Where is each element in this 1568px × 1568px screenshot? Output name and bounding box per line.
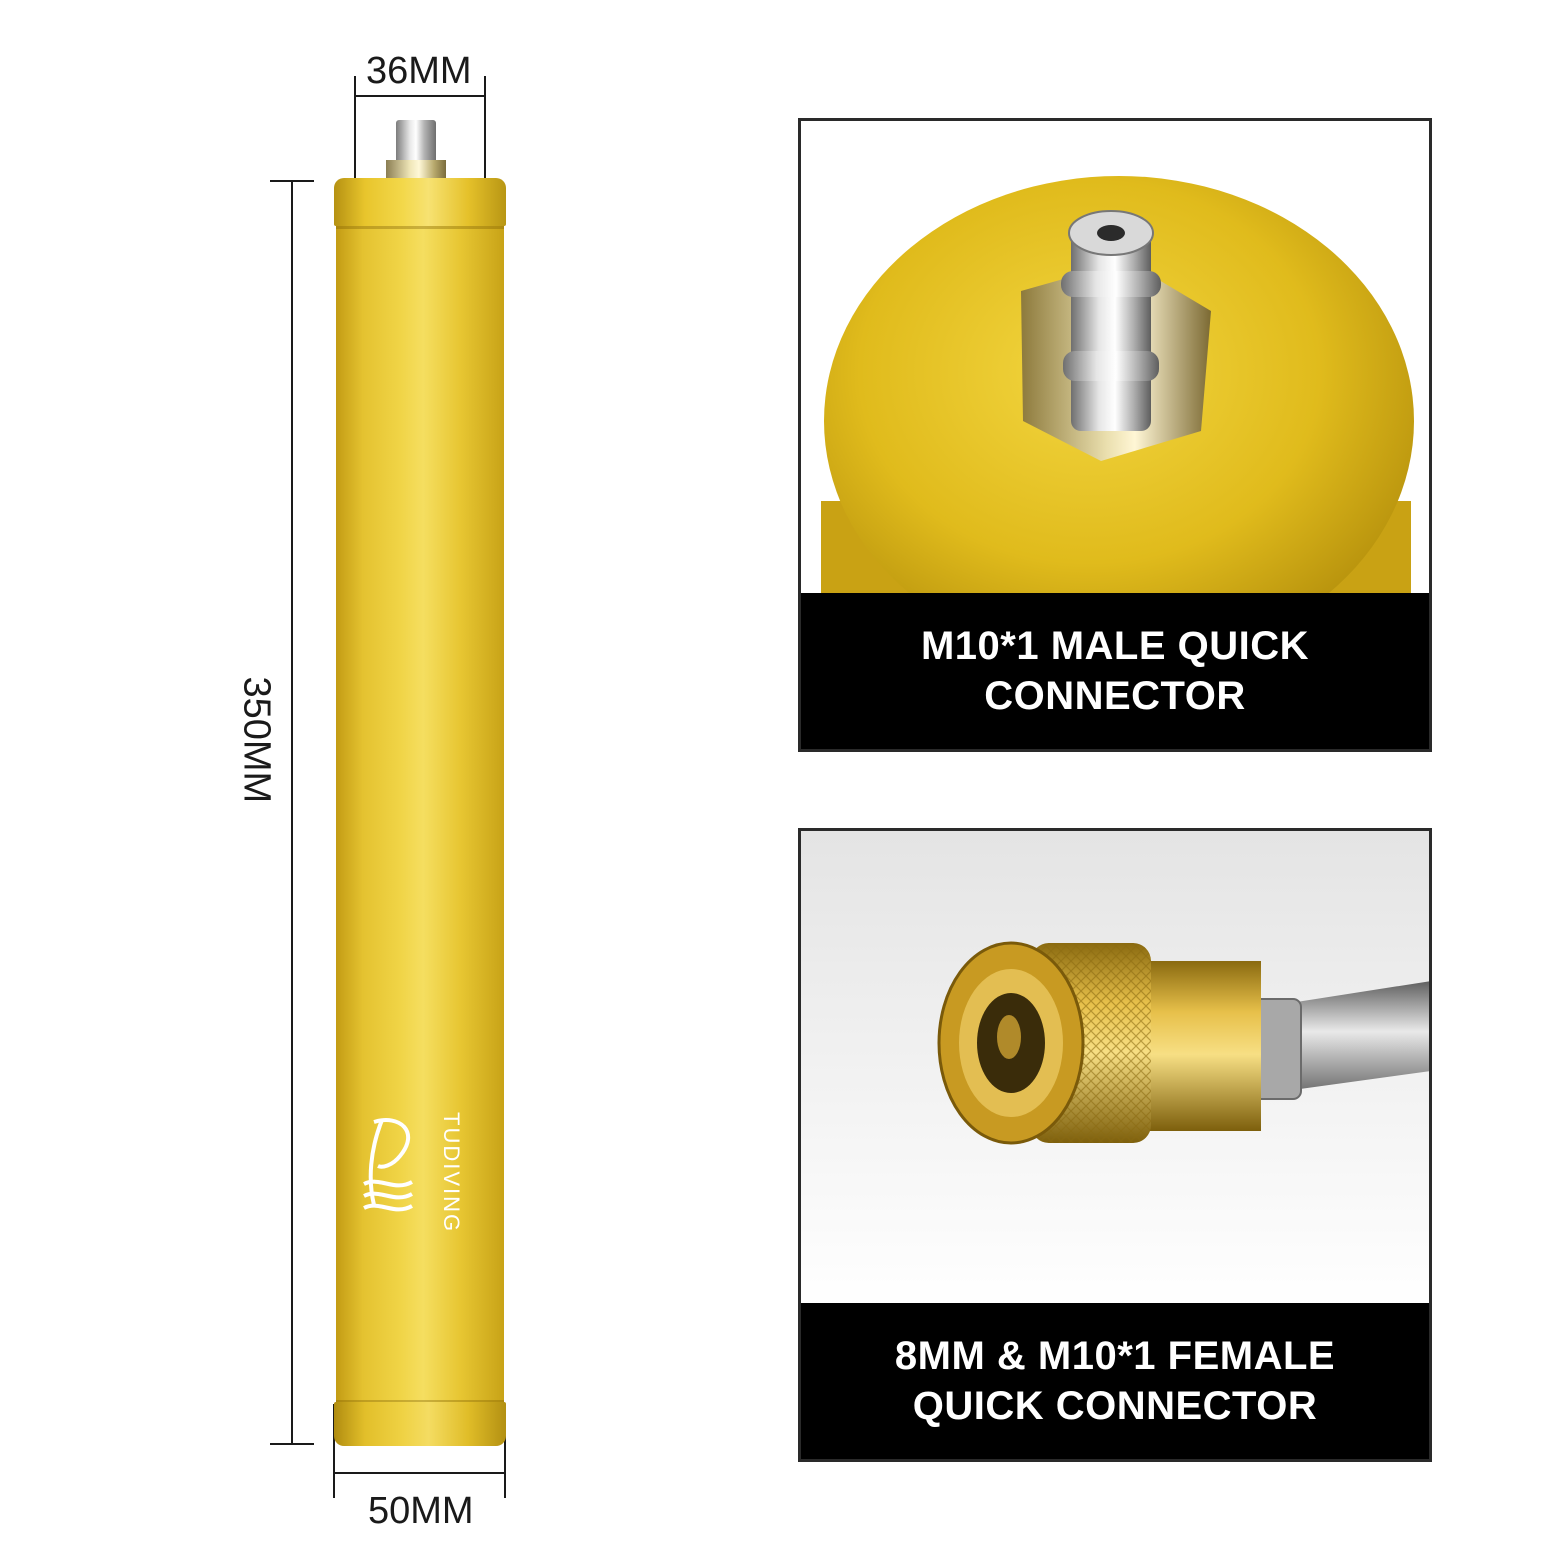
bottom-width-label: 50MM	[368, 1490, 474, 1532]
male-connector-panel: M10*1 MALE QUICK CONNECTOR	[798, 118, 1432, 752]
bottom-dimension-left-tick	[333, 1404, 335, 1498]
female-connector-panel: 8MM & M10*1 FEMALE QUICK CONNECTOR	[798, 828, 1432, 1462]
brand-logo-icon	[363, 1118, 413, 1212]
top-dimension-right-tick	[484, 76, 486, 180]
cylinder-top-groove	[336, 226, 504, 229]
cylinder-bottom-groove	[336, 1400, 504, 1403]
brand-name: TUDIVING	[439, 1112, 464, 1234]
male-fitting-hex	[386, 160, 446, 182]
top-width-label: 36MM	[366, 50, 472, 92]
female-connector-caption: 8MM & M10*1 FEMALE QUICK CONNECTOR	[801, 1303, 1429, 1459]
length-dimension-line	[291, 180, 293, 1445]
top-dimension-line	[354, 95, 486, 97]
cylinder-top-cap	[334, 178, 506, 226]
male-connector-photo	[801, 121, 1429, 599]
male-connector-caption: M10*1 MALE QUICK CONNECTOR	[801, 593, 1429, 749]
male-connector-caption-line2: CONNECTOR	[984, 674, 1246, 718]
cylinder-bottom-cap	[334, 1402, 506, 1446]
bottom-dimension-right-tick	[504, 1404, 506, 1498]
female-connector-caption-line2: QUICK CONNECTOR	[912, 1384, 1318, 1428]
top-dimension-left-tick	[354, 76, 356, 180]
male-connector-caption-line1: M10*1 MALE QUICK	[920, 624, 1310, 668]
female-connector-photo	[801, 831, 1429, 1309]
bottom-dimension-line	[333, 1472, 506, 1474]
cylinder-body	[336, 226, 504, 1402]
length-label: 350MM	[235, 676, 278, 804]
female-connector-caption-line1: 8MM & M10*1 FEMALE	[894, 1334, 1336, 1378]
